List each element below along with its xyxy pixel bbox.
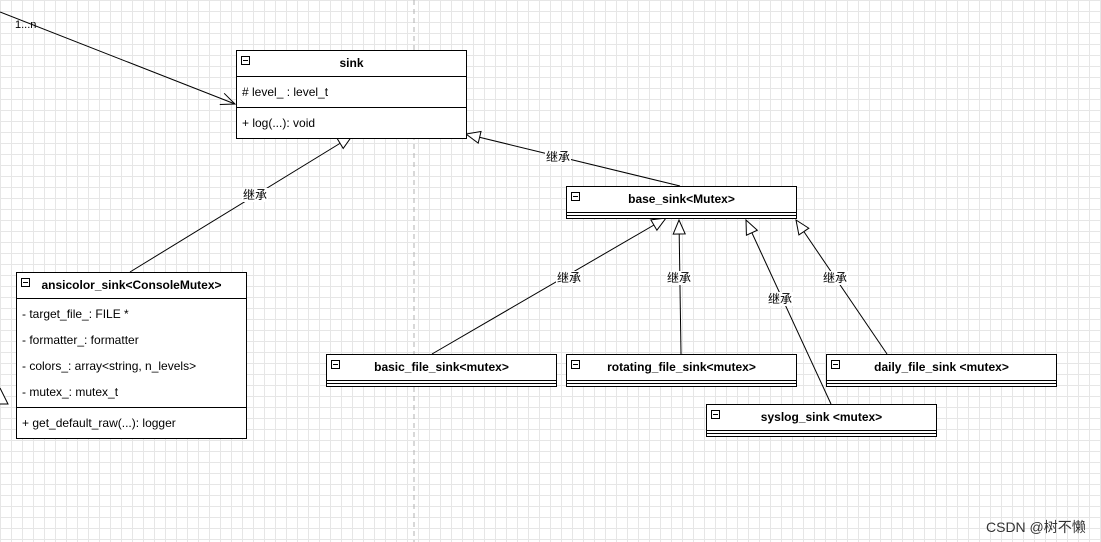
operations-section <box>567 216 796 218</box>
association-multiplicity: 1...n <box>15 19 37 31</box>
attribute: - colors_: array<string, n_levels> <box>22 359 197 373</box>
operations-section: + get_default_raw(...): logger <box>17 408 246 438</box>
class-base-sink[interactable]: base_sink<Mutex> <box>566 186 797 219</box>
edge-label-base-sink: 继承 <box>545 150 572 164</box>
inherit-edge-daily-file-sink <box>796 220 888 355</box>
collapse-icon[interactable] <box>331 360 340 369</box>
class-daily-file-sink[interactable]: daily_file_sink <mutex> <box>826 354 1057 387</box>
attribute: - target_file_: FILE * <box>22 307 129 321</box>
collapse-icon[interactable] <box>21 278 30 287</box>
attributes-section <box>827 381 1056 384</box>
class-daily-file-sink-header: daily_file_sink <mutex> <box>827 355 1056 381</box>
class-name: sink <box>339 56 364 70</box>
class-syslog-sink-header: syslog_sink <mutex> <box>707 405 936 431</box>
collapse-icon[interactable] <box>831 360 840 369</box>
attributes-section <box>707 431 936 434</box>
class-ansicolor-sink[interactable]: ansicolor_sink<ConsoleMutex> - target_fi… <box>16 272 247 439</box>
operation: + log(...): void <box>242 116 316 130</box>
operations-section <box>567 384 796 386</box>
operation: + get_default_raw(...): logger <box>22 416 176 430</box>
operations-section <box>707 434 936 436</box>
attributes-section <box>327 381 556 384</box>
class-name: ansicolor_sink<ConsoleMutex> <box>41 278 222 292</box>
attributes-section <box>567 381 796 384</box>
edge-label-rotating-file-sink: 继承 <box>666 271 693 285</box>
inherit-edge-base-sink <box>466 134 681 187</box>
class-ansicolor-sink-header: ansicolor_sink<ConsoleMutex> <box>17 273 246 299</box>
inherit-edge-ansicolor-sink <box>129 136 352 273</box>
attributes-section <box>567 213 796 216</box>
collapse-icon[interactable] <box>711 410 720 419</box>
class-name: basic_file_sink<mutex> <box>374 360 509 374</box>
collapse-icon[interactable] <box>571 360 580 369</box>
association-line <box>0 11 235 104</box>
attribute: # level_ : level_t <box>242 85 329 99</box>
class-sink[interactable]: sink # level_ : level_t + log(...): void <box>236 50 467 139</box>
inherit-edge-basic-file-sink <box>431 218 666 355</box>
edge-label-ansicolor-sink: 继承 <box>242 188 269 202</box>
class-rotating-file-sink-header: rotating_file_sink<mutex> <box>567 355 796 381</box>
edge-label-syslog-sink: 继承 <box>767 292 794 306</box>
edge-label-basic-file-sink: 继承 <box>556 271 583 285</box>
operations-section <box>827 384 1056 386</box>
attribute: - formatter_: formatter <box>22 333 139 347</box>
csdn-watermark: CSDN @树不懒 <box>986 519 1086 535</box>
edge-label-daily-file-sink: 继承 <box>822 271 849 285</box>
class-rotating-file-sink[interactable]: rotating_file_sink<mutex> <box>566 354 797 387</box>
attributes-section: # level_ : level_t <box>237 77 466 108</box>
class-basic-file-sink[interactable]: basic_file_sink<mutex> <box>326 354 557 387</box>
class-sink-header: sink <box>237 51 466 77</box>
attribute: - mutex_: mutex_t <box>22 385 119 399</box>
inherit-edge-syslog-sink <box>746 220 832 405</box>
partial-arrowhead <box>0 387 9 405</box>
class-basic-file-sink-header: basic_file_sink<mutex> <box>327 355 556 381</box>
class-syslog-sink[interactable]: syslog_sink <mutex> <box>706 404 937 437</box>
class-name: rotating_file_sink<mutex> <box>607 360 756 374</box>
inherit-edge-rotating-file-sink <box>679 220 681 355</box>
collapse-icon[interactable] <box>241 56 250 65</box>
collapse-icon[interactable] <box>571 192 580 201</box>
operations-section: + log(...): void <box>237 108 466 138</box>
class-name: daily_file_sink <mutex> <box>874 360 1009 374</box>
class-name: syslog_sink <mutex> <box>760 410 883 424</box>
class-base-sink-header: base_sink<Mutex> <box>567 187 796 213</box>
attributes-section: - target_file_: FILE * - formatter_: for… <box>17 299 246 408</box>
operations-section <box>327 384 556 386</box>
class-name: base_sink<Mutex> <box>628 192 735 206</box>
